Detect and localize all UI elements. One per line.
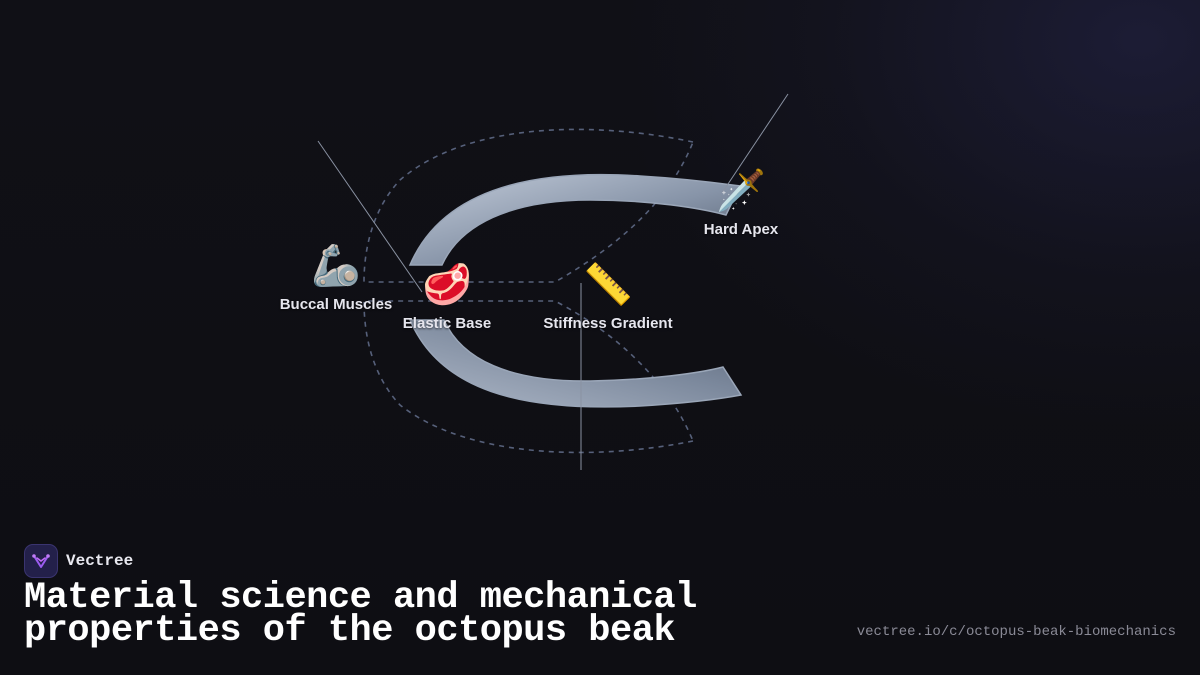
ruler-icon: 📏 xyxy=(583,262,633,308)
node-elastic-base: 🥩 Elastic Base xyxy=(403,261,491,333)
node-label: Buccal Muscles xyxy=(279,296,393,313)
node-label: Hard Apex xyxy=(703,221,779,238)
upper-mandible xyxy=(408,173,742,266)
brand-name: Vectree xyxy=(66,552,134,570)
leader-line-buccal xyxy=(317,140,423,293)
flexed-biceps-icon: 🦾 xyxy=(311,243,361,289)
beak-outline-dashed xyxy=(363,128,695,283)
node-label: Stiffness Gradient xyxy=(543,315,673,332)
leader-line-apex xyxy=(721,93,789,194)
source-url[interactable]: vectree.io/c/octopus-beak-biomechanics xyxy=(856,624,1176,640)
dagger-icon: 🗡️ xyxy=(716,168,766,214)
node-hard-apex: 🗡️ Hard Apex xyxy=(704,167,778,239)
node-buccal-muscles: 🦾 Buccal Muscles xyxy=(280,242,393,314)
page-title: Material science and mechanical properti… xyxy=(24,577,697,652)
vectree-logo-icon xyxy=(24,544,58,578)
meat-on-bone-icon: 🥩 xyxy=(422,262,472,308)
node-label: Elastic Base xyxy=(402,315,492,332)
lower-mandible xyxy=(408,319,743,408)
node-stiffness-gradient: 📏 Stiffness Gradient xyxy=(543,261,672,333)
beak-outline-dashed-lower xyxy=(363,300,695,454)
brand: Vectree xyxy=(24,544,133,578)
